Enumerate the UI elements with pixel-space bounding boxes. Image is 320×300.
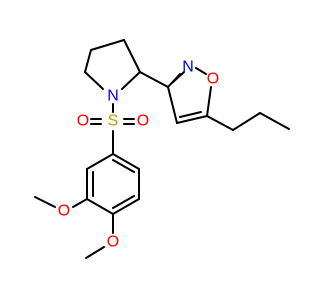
bond <box>85 246 105 259</box>
bond <box>195 67 207 75</box>
bond <box>259 112 290 130</box>
bond <box>139 71 169 88</box>
atom-o-isoxazole: O <box>207 71 219 88</box>
bond <box>232 112 261 131</box>
atom-n-pyrrolidine: N <box>107 88 119 105</box>
bond <box>34 196 56 208</box>
bond <box>84 71 104 90</box>
bond <box>179 111 202 118</box>
atom-o-sulfonyl-right: O <box>137 113 149 130</box>
bond <box>112 195 135 209</box>
atom-o-sulfonyl-left: O <box>77 113 89 130</box>
atom-o-methoxy-lower: O <box>107 234 119 251</box>
atom-s-sulfonyl: S <box>108 113 119 130</box>
atom-o-methoxy-upper: O <box>58 203 70 220</box>
propyl-chain <box>206 112 290 131</box>
bond <box>86 198 114 215</box>
atom-n-isoxazole: N <box>182 59 194 76</box>
molecule-structure: N S O O N O O O <box>34 39 290 259</box>
pyrrolidine-ring <box>84 39 141 90</box>
bond <box>121 71 141 90</box>
bond <box>167 86 178 124</box>
bond <box>206 86 212 117</box>
methoxy-upper <box>34 196 88 208</box>
bond <box>176 115 208 124</box>
isoxazole-ring <box>167 67 212 124</box>
bond <box>206 115 234 131</box>
bond <box>112 153 140 170</box>
bond <box>171 71 185 84</box>
sulfonyl-oxygen-bonds <box>90 118 135 125</box>
bond <box>86 153 114 170</box>
bond <box>84 49 92 73</box>
benzene-ring <box>86 153 140 215</box>
bond <box>90 39 125 51</box>
bond <box>123 39 141 73</box>
bond <box>112 198 140 215</box>
methoxy-lower <box>85 213 114 259</box>
bond <box>72 198 88 208</box>
bond <box>112 159 135 173</box>
